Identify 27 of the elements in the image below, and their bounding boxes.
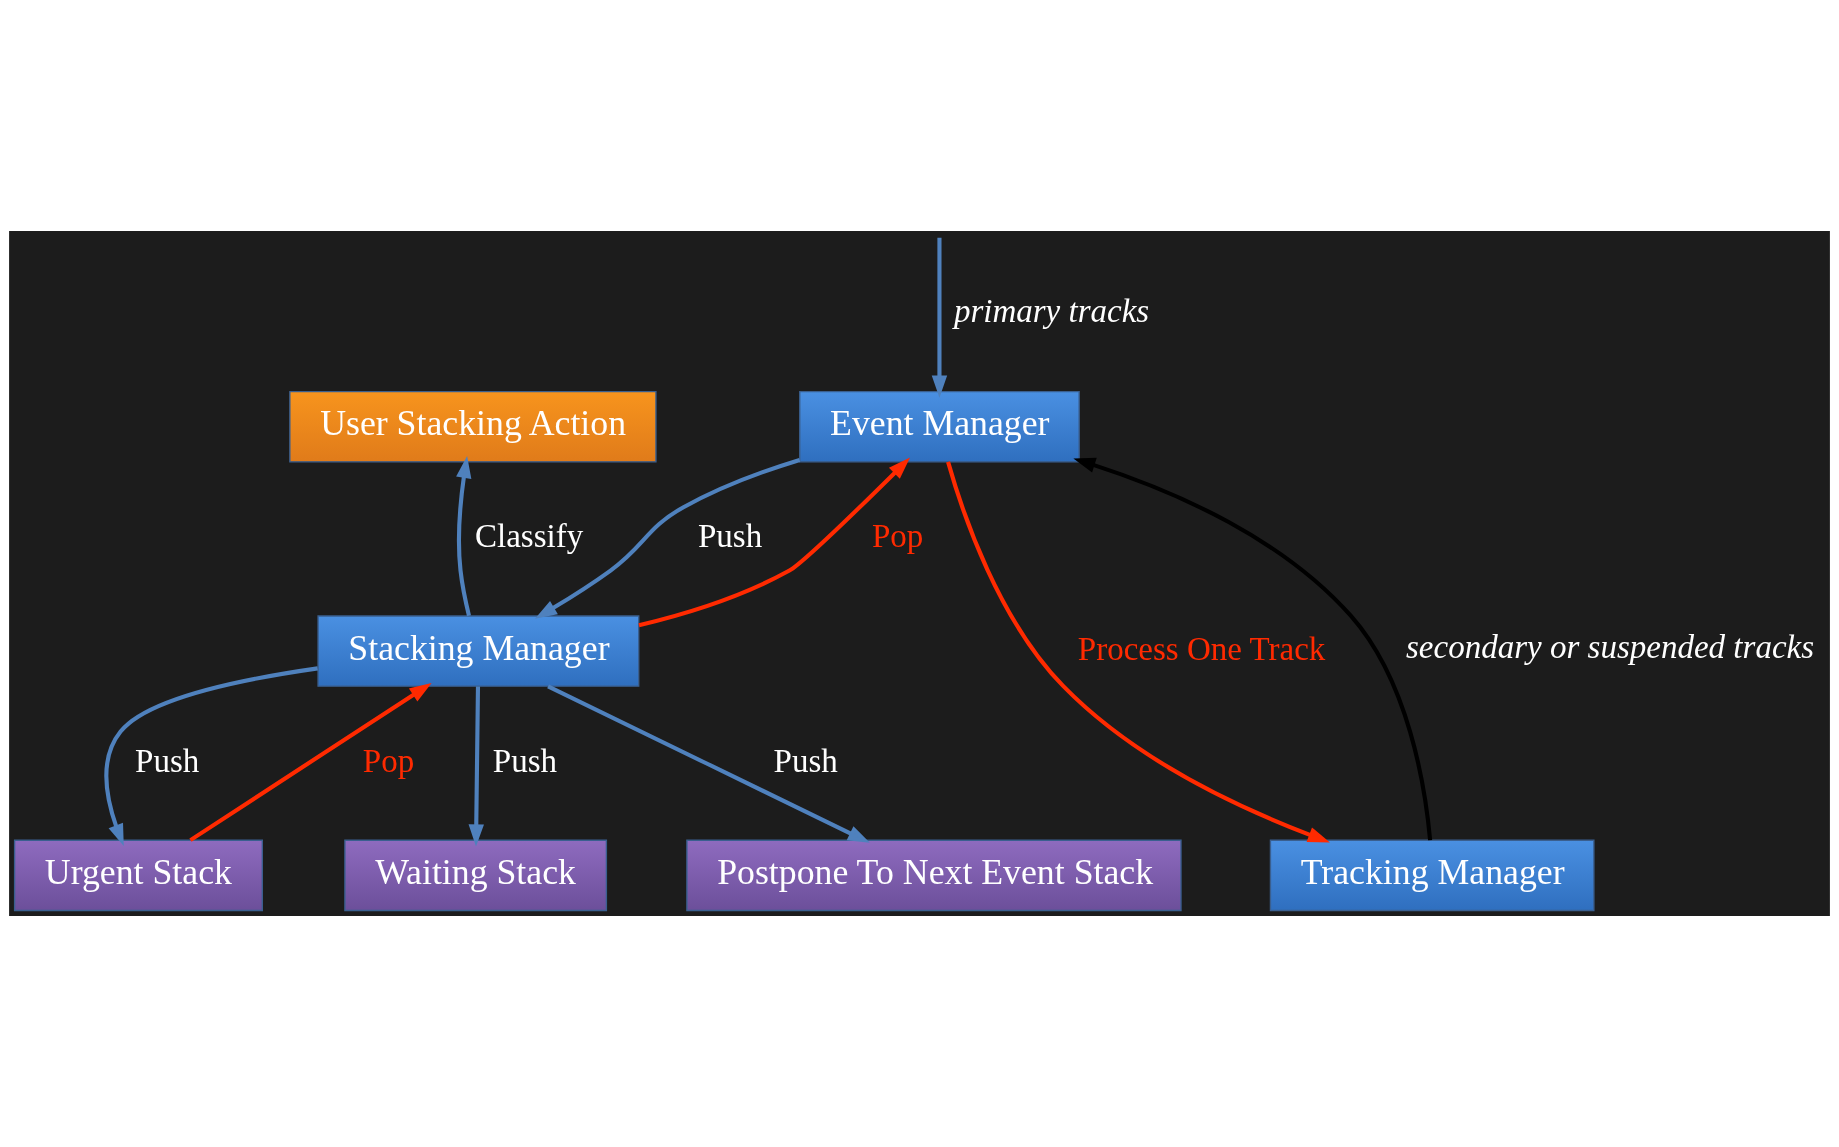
edge-label: Classify (474, 518, 584, 555)
edge-label: Push (492, 742, 558, 779)
arrow (931, 237, 948, 398)
node-box: User Stacking Action (289, 390, 657, 463)
edge-label: Push (697, 518, 763, 555)
node-box: Event Manager (799, 390, 1080, 463)
node-box: Waiting Stack (344, 839, 608, 912)
arrow (189, 682, 432, 842)
edge-label: primary tracks (953, 292, 1150, 329)
arrow (468, 686, 484, 847)
arrow (104, 666, 318, 847)
arrow (946, 461, 1330, 843)
arrow (547, 684, 870, 843)
arrow (456, 455, 472, 617)
node-box: Tracking Manager (1269, 839, 1595, 912)
edge-label: Push (135, 742, 200, 779)
edge-label: Pop (872, 518, 924, 555)
node-box: Stacking Manager (317, 615, 640, 687)
node-box: Urgent Stack (13, 839, 263, 912)
arrow (1073, 457, 1433, 841)
arrow (534, 457, 801, 619)
edge-label: Pop (362, 742, 415, 779)
edge-label: Push (773, 742, 838, 779)
arrow (638, 457, 911, 628)
edge-label: Process One Track (1077, 630, 1326, 667)
edge-label: secondary or suspended tracks (1406, 629, 1815, 666)
node-box: Postpone To Next Event Stack (686, 839, 1182, 912)
